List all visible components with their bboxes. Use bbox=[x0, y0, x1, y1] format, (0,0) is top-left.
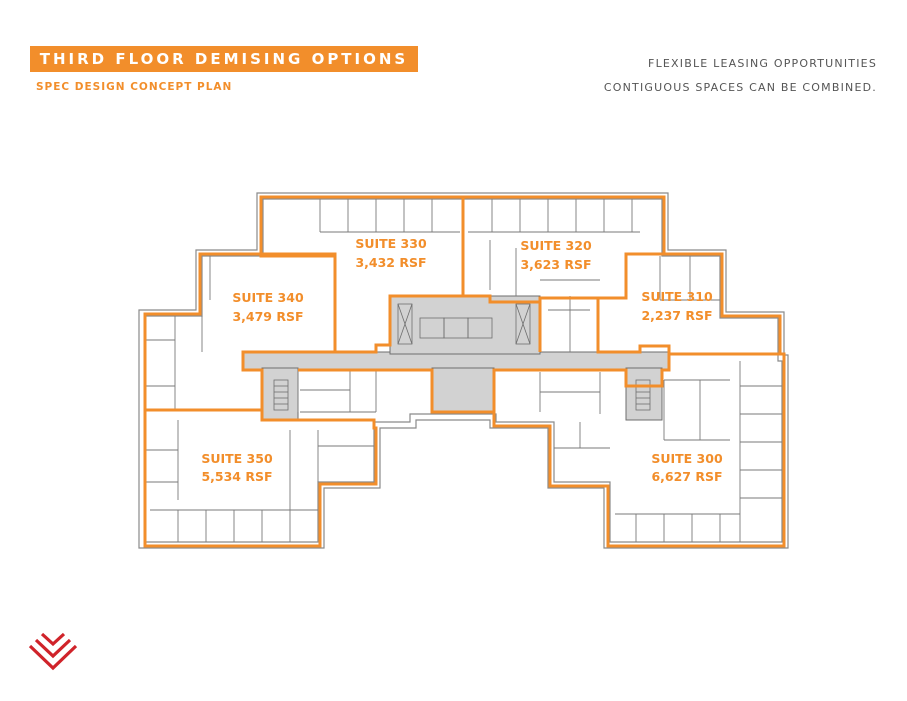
suite-300-name: SUITE 300 bbox=[651, 451, 723, 466]
suite-340-name: SUITE 340 bbox=[232, 290, 304, 305]
suite-350-area: 5,534 RSF bbox=[201, 469, 272, 484]
suite-350-boundary bbox=[143, 408, 378, 548]
suite-labels: SUITE 330 3,432 RSF SUITE 320 3,623 RSF … bbox=[201, 236, 723, 484]
suite-310-name: SUITE 310 bbox=[641, 289, 713, 304]
company-logo-icon bbox=[28, 632, 78, 671]
suite-300-area: 6,627 RSF bbox=[651, 469, 722, 484]
building-core bbox=[242, 295, 670, 421]
suite-boundaries bbox=[143, 195, 786, 548]
title-banner: THIRD FLOOR DEMISING OPTIONS bbox=[30, 46, 418, 72]
core-boundary bbox=[390, 294, 542, 352]
leasing-note: FLEXIBLE LEASING OPPORTUNITIES bbox=[648, 57, 877, 70]
page-subtitle: SPEC DESIGN CONCEPT PLAN bbox=[36, 81, 233, 93]
suite-330-area: 3,432 RSF bbox=[355, 255, 426, 270]
suite-320-area: 3,623 RSF bbox=[520, 257, 591, 272]
suite-300-boundary bbox=[492, 352, 786, 548]
suite-330-name: SUITE 330 bbox=[355, 236, 427, 251]
interior-walls bbox=[145, 199, 782, 542]
suite-320-name: SUITE 320 bbox=[520, 238, 592, 253]
suite-340-boundary bbox=[143, 252, 337, 412]
suite-310-boundary bbox=[596, 252, 782, 356]
suite-350-name: SUITE 350 bbox=[201, 451, 273, 466]
page-title: THIRD FLOOR DEMISING OPTIONS bbox=[39, 50, 409, 68]
suite-340-area: 3,479 RSF bbox=[232, 309, 303, 324]
combine-note: CONTIGUOUS SPACES CAN BE COMBINED. bbox=[603, 81, 877, 94]
suite-310-area: 2,237 RSF bbox=[641, 308, 712, 323]
corridor-boundary bbox=[298, 368, 496, 414]
